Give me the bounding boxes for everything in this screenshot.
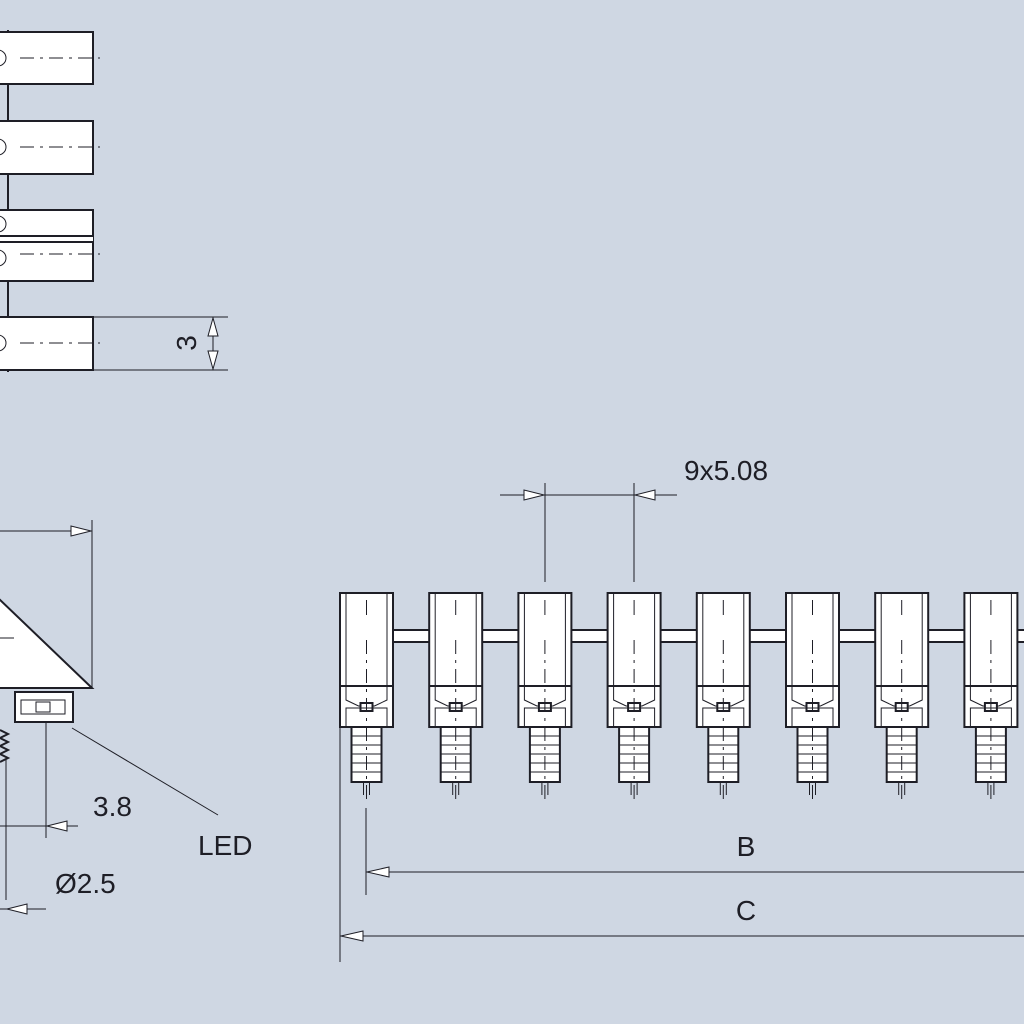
dim-offset-label: 3.8 (93, 791, 132, 822)
dim-diameter-label: Ø2.5 (55, 868, 116, 899)
dimension-pitch: 9x5.08 (500, 455, 768, 582)
dim-pitch-label: 9x5.08 (684, 455, 768, 486)
terminal (785, 592, 840, 800)
dimension-b: B (365, 808, 1024, 895)
terminal (606, 592, 662, 800)
top-view-block (0, 209, 100, 282)
top-view: 3 (0, 30, 228, 372)
terminal (339, 592, 394, 800)
front-view: 9x5.08 B C (339, 455, 1024, 962)
dimension-height: 3 (93, 316, 228, 371)
top-view-block (0, 120, 100, 175)
terminal (695, 592, 751, 800)
dim-height-label: 3 (171, 335, 202, 351)
side-view: 3.8 Ø2.5 LED (0, 520, 252, 915)
terminal (963, 592, 1019, 800)
top-view-block (0, 316, 100, 371)
dimension-c: C (339, 600, 1024, 962)
led-label: LED (198, 830, 252, 861)
dim-c-label: C (736, 895, 756, 926)
top-view-block (0, 31, 100, 85)
terminal-strip (339, 592, 1019, 800)
terminal (874, 592, 930, 800)
terminal (517, 592, 573, 800)
dim-b-label: B (737, 831, 756, 862)
terminal (428, 592, 484, 800)
